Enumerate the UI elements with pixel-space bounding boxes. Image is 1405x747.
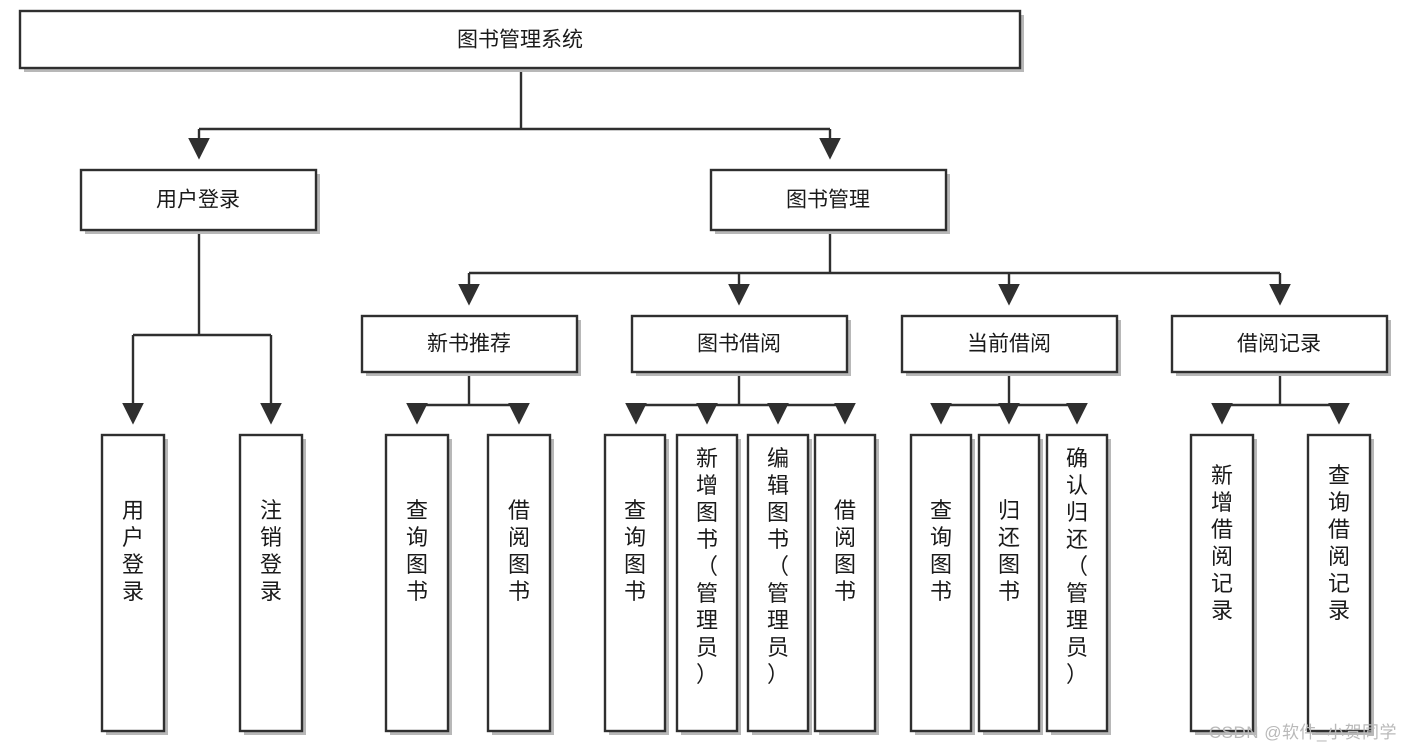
node-leaf-user-login-label: 用户登录 bbox=[122, 498, 144, 604]
node-user-login[interactable]: 用户登录 bbox=[79, 168, 320, 234]
node-leaf-return-book[interactable]: 归还图书 bbox=[977, 433, 1043, 735]
node-user-login-label: 用户登录 bbox=[156, 189, 240, 212]
node-leaf-borrow-book-2[interactable]: 借阅图书 bbox=[813, 433, 879, 735]
node-leaf-query-book-3[interactable]: 查询图书 bbox=[909, 433, 975, 735]
node-leaf-add-book-label: 新增图书（管理员） bbox=[696, 446, 718, 687]
node-leaf-return-book-label: 归还图书 bbox=[998, 498, 1020, 604]
node-root-label: 图书管理系统 bbox=[457, 29, 583, 52]
node-book-management-label: 图书管理 bbox=[786, 189, 870, 212]
node-leaf-query-book-2-label: 查询图书 bbox=[624, 498, 646, 604]
connector-borrowrecord-to-leaves bbox=[1211, 376, 1350, 425]
node-new-book-recommend-label: 新书推荐 bbox=[427, 333, 511, 356]
node-leaf-edit-book[interactable]: 编辑图书（管理员） bbox=[746, 433, 812, 735]
node-leaf-query-book-1[interactable]: 查询图书 bbox=[384, 433, 452, 735]
node-leaf-query-book-2[interactable]: 查询图书 bbox=[603, 433, 669, 735]
node-leaf-user-logout[interactable]: 注销登录 bbox=[238, 433, 306, 735]
node-book-borrow-label: 图书借阅 bbox=[697, 333, 781, 356]
connector-userlogin-to-leaves bbox=[122, 233, 282, 425]
node-leaf-add-record[interactable]: 新增借阅记录 bbox=[1189, 433, 1257, 735]
node-book-borrow[interactable]: 图书借阅 bbox=[630, 314, 851, 376]
node-borrow-record-label: 借阅记录 bbox=[1237, 333, 1321, 356]
node-current-borrow[interactable]: 当前借阅 bbox=[900, 314, 1121, 376]
node-leaf-borrow-book-2-label: 借阅图书 bbox=[834, 498, 856, 604]
connector-bookborrow-to-leaves bbox=[625, 376, 856, 425]
connector-bookmgmt-to-level3 bbox=[458, 233, 1291, 306]
connector-root-to-level2 bbox=[188, 69, 841, 160]
node-leaf-query-record[interactable]: 查询借阅记录 bbox=[1306, 433, 1374, 735]
node-leaf-confirm-return-label: 确认归还（管理员） bbox=[1066, 446, 1088, 687]
connector-currentborrow-to-leaves bbox=[930, 376, 1088, 425]
node-leaf-add-book[interactable]: 新增图书（管理员） bbox=[675, 433, 741, 735]
node-leaf-add-record-label: 新增借阅记录 bbox=[1211, 463, 1233, 623]
node-leaf-user-login[interactable]: 用户登录 bbox=[100, 433, 168, 735]
node-borrow-record[interactable]: 借阅记录 bbox=[1170, 314, 1391, 376]
node-book-management[interactable]: 图书管理 bbox=[709, 168, 950, 234]
node-leaf-edit-book-label: 编辑图书（管理员） bbox=[767, 446, 789, 687]
node-leaf-borrow-book-1[interactable]: 借阅图书 bbox=[486, 433, 554, 735]
node-leaf-query-book-3-label: 查询图书 bbox=[930, 498, 952, 604]
connector-newbook-to-leaves bbox=[406, 376, 530, 425]
node-leaf-user-logout-label: 注销登录 bbox=[260, 498, 282, 604]
node-new-book-recommend[interactable]: 新书推荐 bbox=[360, 314, 581, 376]
node-current-borrow-label: 当前借阅 bbox=[967, 333, 1051, 356]
node-leaf-query-record-label: 查询借阅记录 bbox=[1328, 463, 1350, 623]
node-leaf-confirm-return[interactable]: 确认归还（管理员） bbox=[1045, 433, 1111, 735]
csdn-watermark: CSDN @软件_小贺同学 bbox=[1208, 723, 1397, 742]
node-leaf-query-book-1-label: 查询图书 bbox=[406, 498, 428, 604]
node-root[interactable]: 图书管理系统 bbox=[18, 9, 1024, 72]
node-leaf-borrow-book-1-label: 借阅图书 bbox=[508, 498, 530, 604]
